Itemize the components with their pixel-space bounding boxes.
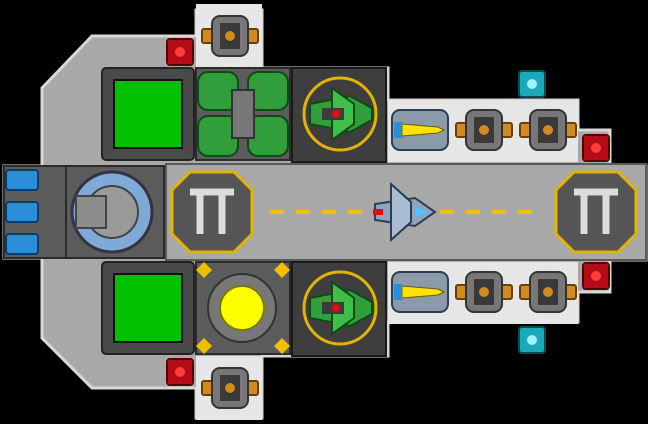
shield-generator-icon[interactable]	[65, 165, 165, 259]
red-defense-node-icon[interactable]	[166, 38, 194, 66]
landing-pad-marker-icon[interactable]	[556, 172, 636, 252]
red-defense-node-icon[interactable]	[582, 262, 610, 290]
cyan-sensor-node-icon[interactable]	[518, 326, 546, 354]
red-defense-node-icon[interactable]	[166, 358, 194, 386]
runway-center-stripes	[270, 210, 532, 214]
missile-launcher-icon[interactable]	[391, 271, 449, 313]
fighter-craft-icon[interactable]	[373, 181, 437, 243]
fuel-tank-icon[interactable]	[195, 67, 291, 161]
landing-pad-marker-icon[interactable]	[172, 172, 252, 252]
red-defense-node-icon[interactable]	[582, 134, 610, 162]
missile-launcher-icon[interactable]	[391, 109, 449, 151]
cyan-sensor-node-icon[interactable]	[518, 70, 546, 98]
engine-thruster-icon[interactable]	[5, 169, 39, 255]
green-screen-console-icon[interactable]	[101, 67, 195, 161]
reactor-core-icon[interactable]	[195, 261, 291, 355]
green-screen-console-icon[interactable]	[101, 261, 195, 355]
